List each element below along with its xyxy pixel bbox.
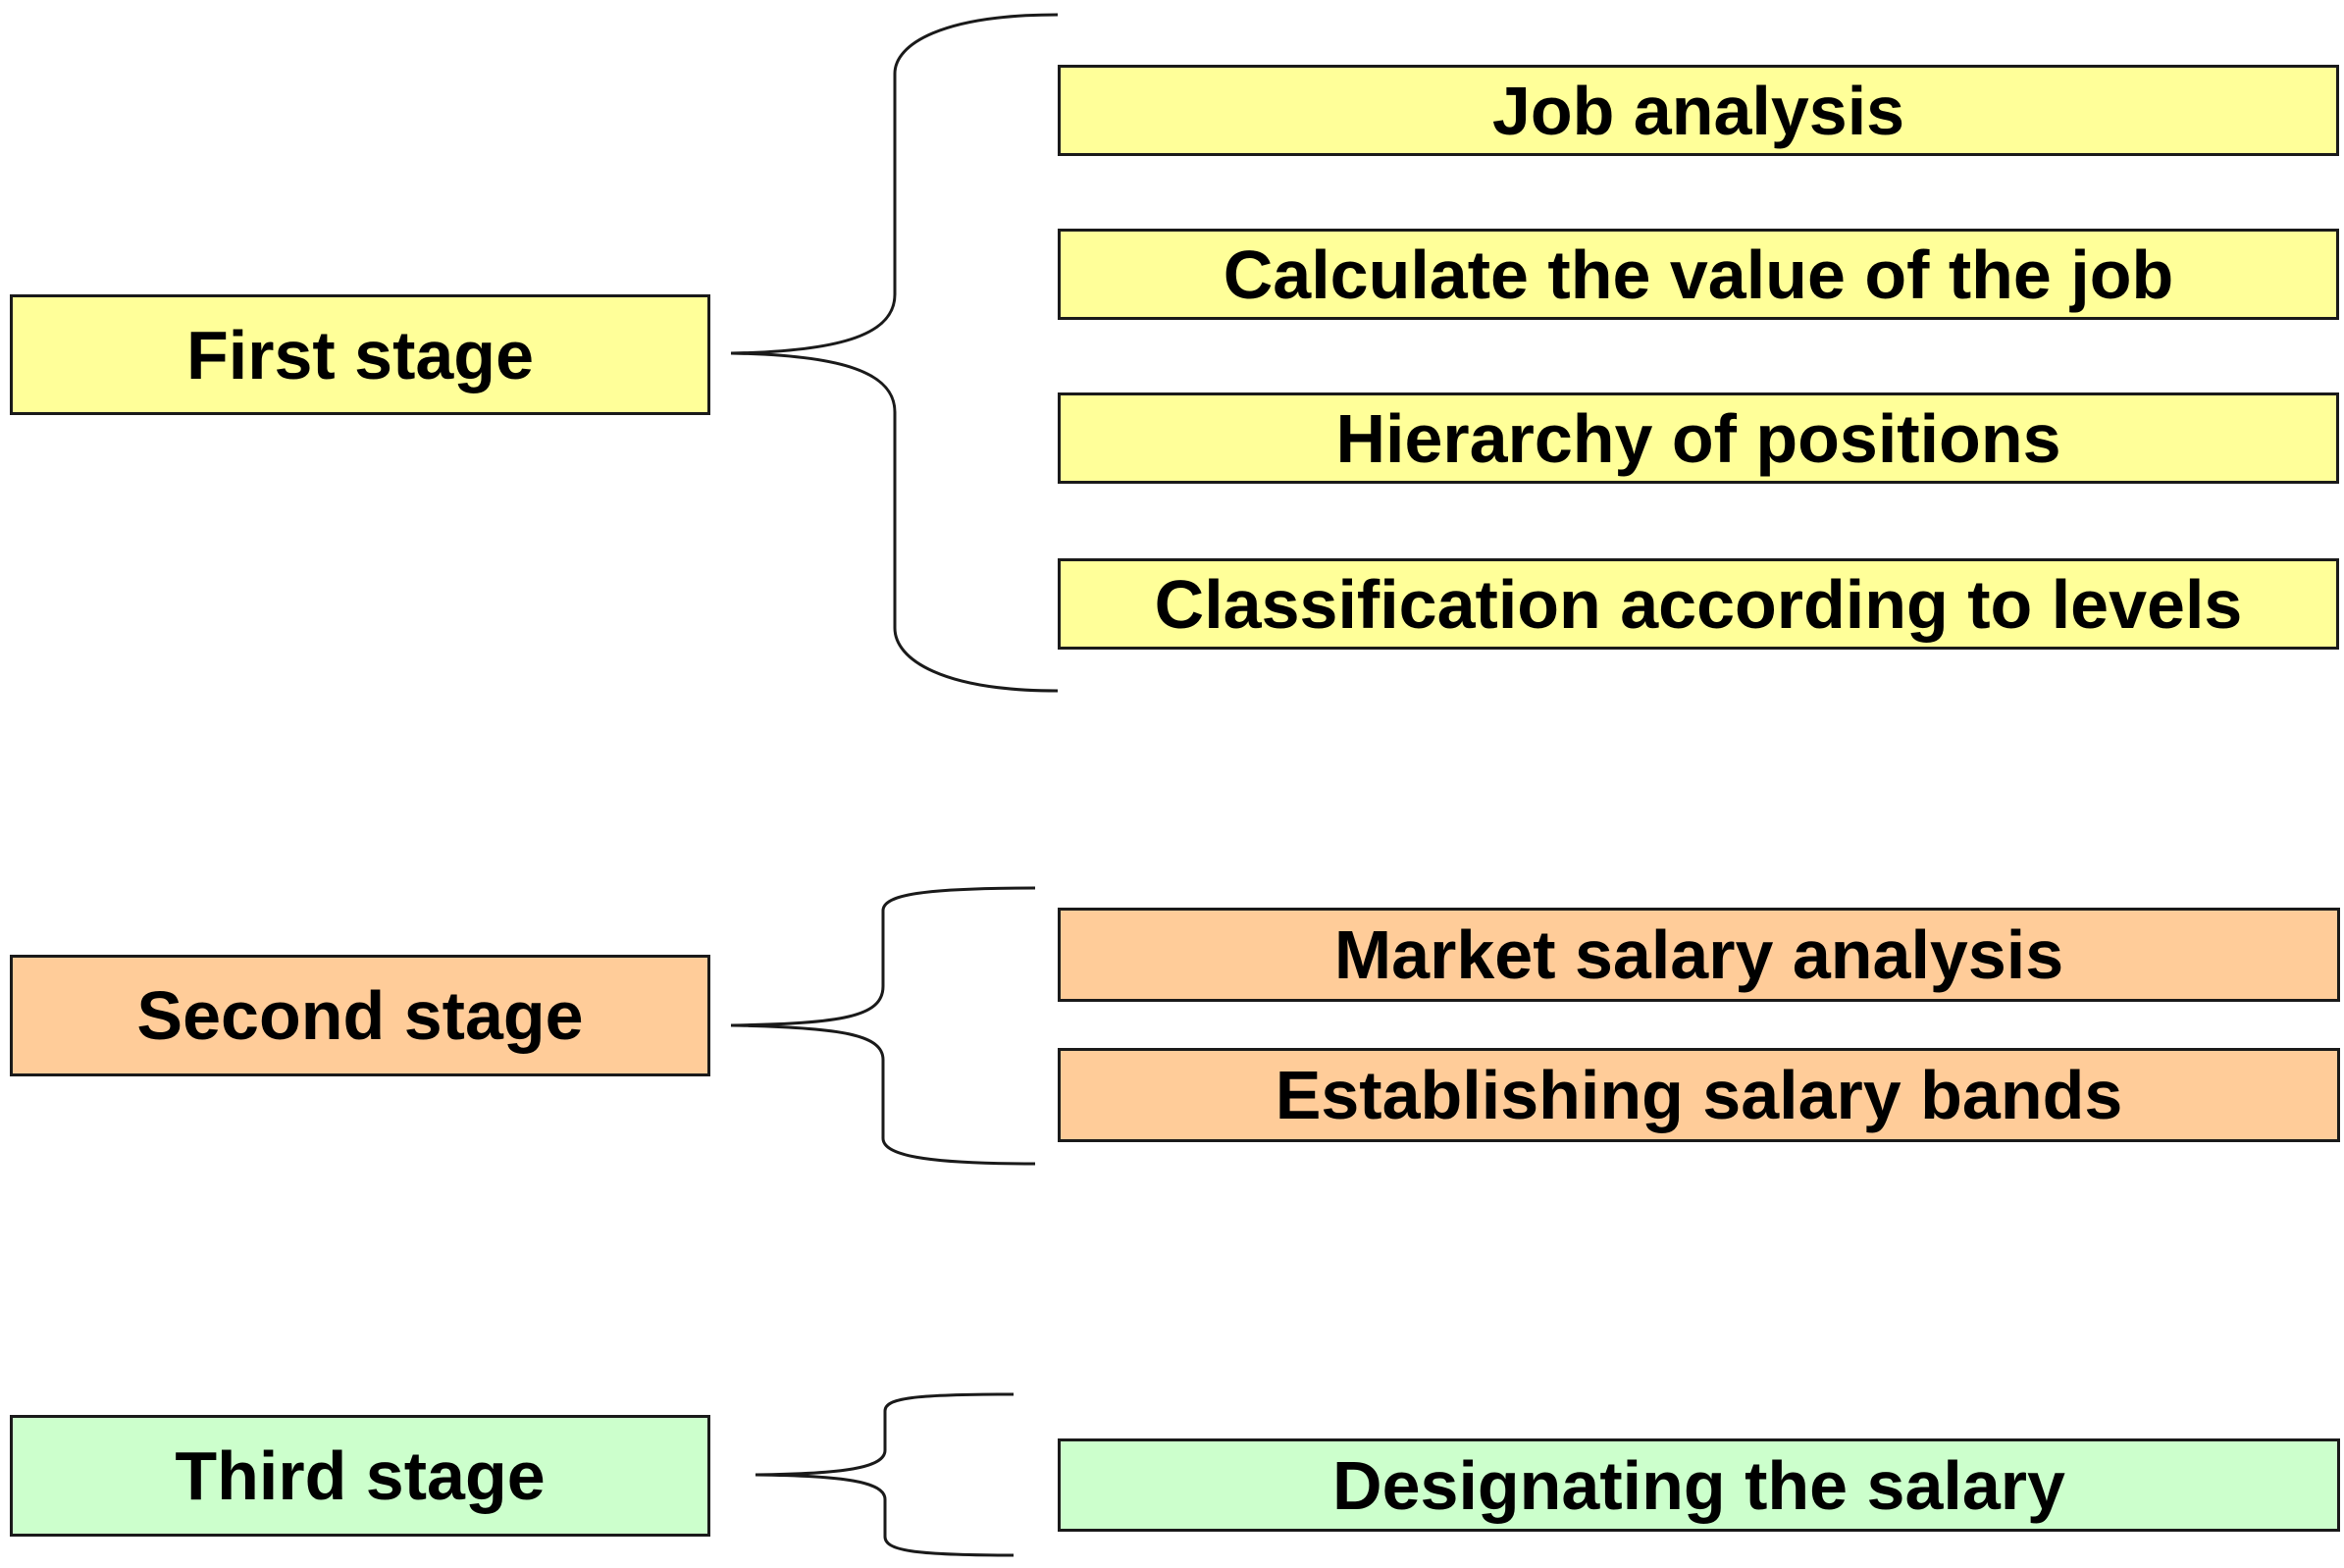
second-stage-box: Second stage [10,955,710,1076]
third-stage-box: Third stage [10,1415,710,1537]
second-stage-label: Second stage [136,977,584,1054]
step-label: Job analysis [1491,72,1905,149]
first-stage-box: First stage [10,294,710,415]
step-classification-levels: Classification according to levels [1058,558,2339,650]
step-label: Classification according to levels [1154,565,2243,643]
stage3-bracket [755,1392,1015,1557]
step-calculate-job-value: Calculate the value of the job [1058,229,2339,320]
stage2-bracket [730,886,1036,1166]
step-label: Calculate the value of the job [1223,235,2174,313]
stage1-bracket [730,13,1059,693]
step-designating-salary: Designating the salary [1058,1438,2340,1532]
step-label: Establishing salary bands [1275,1057,2123,1133]
third-stage-label: Third stage [175,1437,546,1514]
step-label: Designating the salary [1332,1446,2065,1524]
step-job-analysis: Job analysis [1058,65,2339,156]
step-market-salary-analysis: Market salary analysis [1058,908,2340,1002]
step-label: Hierarchy of positions [1335,399,2061,477]
step-establishing-salary-bands: Establishing salary bands [1058,1048,2340,1142]
step-label: Market salary analysis [1333,916,2064,993]
first-stage-label: First stage [186,316,534,393]
step-hierarchy-of-positions: Hierarchy of positions [1058,392,2339,484]
